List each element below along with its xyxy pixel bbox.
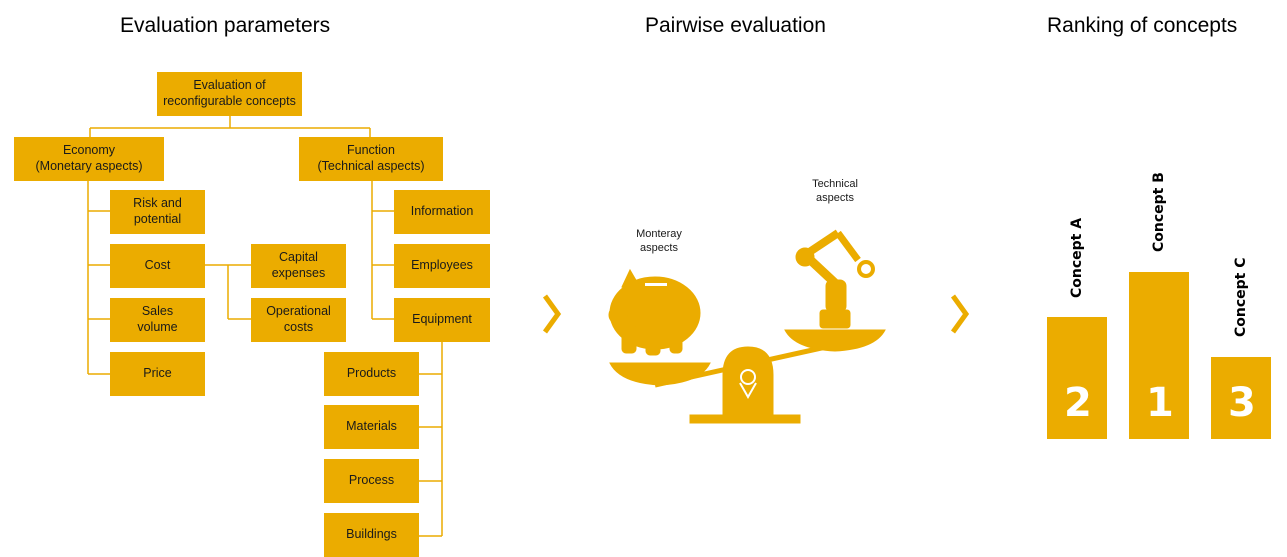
chevron-right-icon xyxy=(542,294,562,334)
robot-arm-icon xyxy=(795,229,875,329)
node-sales: Sales volume xyxy=(110,298,205,342)
podium-concept-c xyxy=(1211,357,1271,439)
node-function: Function (Technical aspects) xyxy=(299,137,443,181)
title-evaluation-parameters: Evaluation parameters xyxy=(120,14,331,37)
node-process: Process xyxy=(324,459,419,503)
node-risk: Risk and potential xyxy=(110,190,205,234)
node-cost: Cost xyxy=(110,244,205,288)
concept-label: Concept C xyxy=(1233,257,1249,337)
concept-label: Concept B xyxy=(1151,172,1167,252)
title-ranking-of-concepts: Ranking of concepts xyxy=(1047,14,1238,37)
node-price: Price xyxy=(110,352,205,396)
node-buildings: Buildings xyxy=(324,513,419,557)
rank-number: 2 xyxy=(1064,380,1092,426)
podium-concept-b xyxy=(1129,272,1189,439)
node-information: Information xyxy=(394,190,490,234)
rank-number: 1 xyxy=(1146,380,1174,426)
chevron-right-icon xyxy=(950,294,970,334)
podium-concept-a xyxy=(1047,317,1107,439)
piggy-bank-icon xyxy=(608,268,701,356)
node-employees: Employees xyxy=(394,244,490,288)
monetary-aspects-label: Monteray aspects xyxy=(636,228,682,254)
node-economy: Economy (Monetary aspects) xyxy=(14,137,164,181)
rank-number: 3 xyxy=(1228,380,1256,426)
node-products: Products xyxy=(324,352,419,396)
node-materials: Materials xyxy=(324,405,419,449)
balance-scale-illustration xyxy=(608,229,886,424)
title-pairwise-evaluation: Pairwise evaluation xyxy=(645,14,826,37)
node-capex: Capital expenses xyxy=(251,244,346,288)
technical-aspects-label: Technical aspects xyxy=(812,178,858,204)
concept-label: Concept A xyxy=(1069,217,1085,298)
node-equipment: Equipment xyxy=(394,298,490,342)
node-root: Evaluation of reconfigurable concepts xyxy=(157,72,302,116)
node-opex: Operational costs xyxy=(251,298,346,342)
